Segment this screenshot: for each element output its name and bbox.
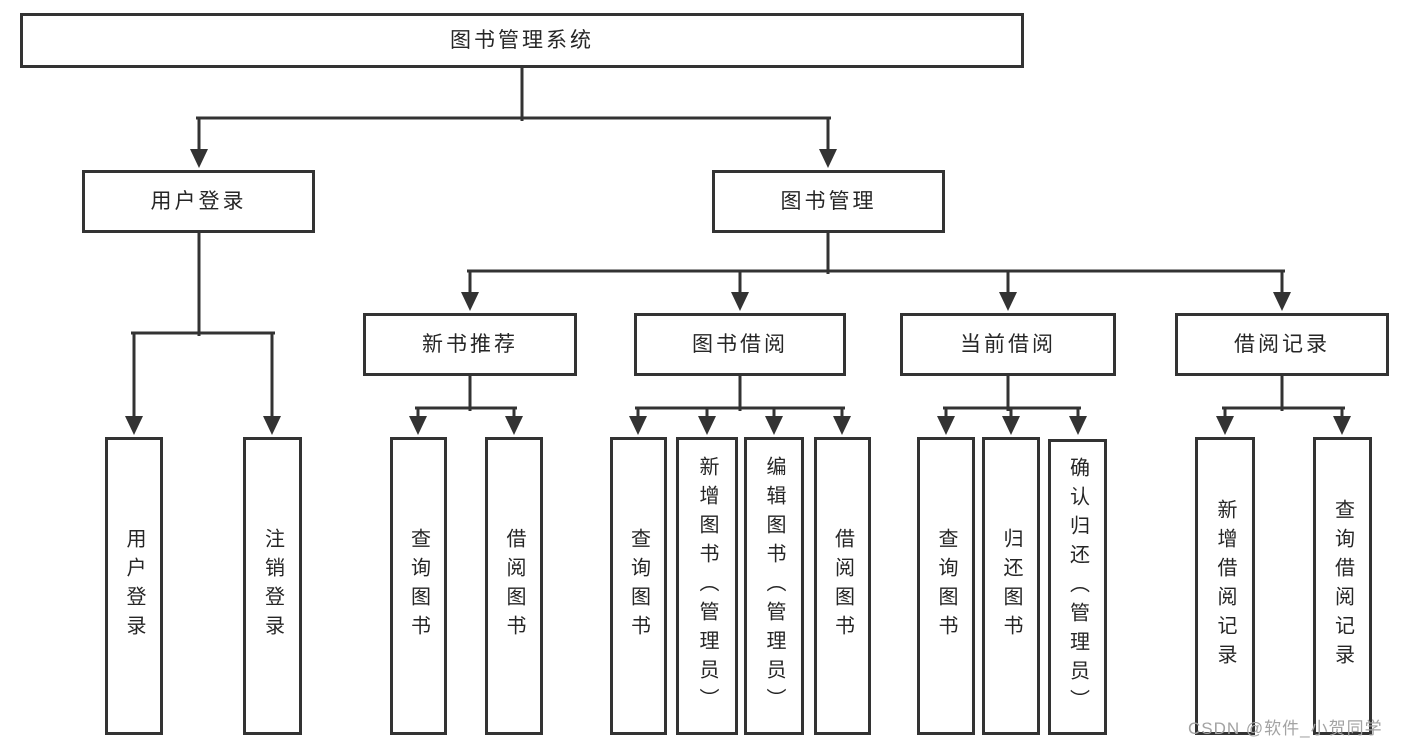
leaf-current-query-books-label: 查询图书 xyxy=(935,528,957,644)
node-book-borrow: 图书借阅 xyxy=(634,313,846,376)
leaf-borrow-edit-books-admin-label: 编辑图书（管理员） xyxy=(763,455,785,717)
leaf-borrow-add-books-admin-label: 新增图书（管理员） xyxy=(696,455,718,717)
connector-borrow-records-children xyxy=(1216,374,1351,435)
leaf-current-confirm-return-admin: 确认归还（管理员） xyxy=(1048,439,1107,735)
node-new-book-recommend: 新书推荐 xyxy=(363,313,577,376)
node-current-borrow-label: 当前借阅 xyxy=(960,332,1056,356)
leaf-records-add-record-label: 新增借阅记录 xyxy=(1214,499,1236,673)
connector-root-to-level2 xyxy=(190,66,837,168)
node-borrow-records-label: 借阅记录 xyxy=(1234,332,1330,356)
leaf-current-return-books-label: 归还图书 xyxy=(1000,528,1022,644)
connector-new-book-children xyxy=(409,374,523,435)
leaf-records-query-record: 查询借阅记录 xyxy=(1313,437,1372,735)
leaf-borrow-query-books: 查询图书 xyxy=(610,437,667,735)
node-book-management: 图书管理 xyxy=(712,170,945,233)
leaf-borrow-add-books-admin: 新增图书（管理员） xyxy=(676,437,738,735)
node-current-borrow: 当前借阅 xyxy=(900,313,1116,376)
leaf-current-confirm-return-admin-label: 确认归还（管理员） xyxy=(1066,456,1089,718)
leaf-newbook-borrow-books: 借阅图书 xyxy=(485,437,543,735)
node-user-login: 用户登录 xyxy=(82,170,315,233)
node-book-management-label: 图书管理 xyxy=(780,189,877,213)
leaf-newbook-query-books-label: 查询图书 xyxy=(407,528,430,644)
leaf-current-query-books: 查询图书 xyxy=(917,437,975,735)
leaf-user-login-label: 用户登录 xyxy=(123,528,145,644)
leaf-records-query-record-label: 查询借阅记录 xyxy=(1331,499,1354,673)
leaf-logout: 注销登录 xyxy=(243,437,302,735)
node-user-login-label: 用户登录 xyxy=(150,189,247,213)
leaf-borrow-edit-books-admin: 编辑图书（管理员） xyxy=(744,437,804,735)
leaf-newbook-borrow-books-label: 借阅图书 xyxy=(503,528,525,644)
leaf-user-login: 用户登录 xyxy=(105,437,163,735)
node-new-book-recommend-label: 新书推荐 xyxy=(422,332,518,356)
leaf-newbook-query-books: 查询图书 xyxy=(390,437,447,735)
leaf-borrow-borrow-books-label: 借阅图书 xyxy=(831,528,854,644)
connector-current-borrow-children xyxy=(937,374,1087,435)
csdn-watermark: CSDN @软件_小贺同学 xyxy=(1188,719,1383,738)
node-root-label: 图书管理系统 xyxy=(450,28,594,52)
leaf-records-add-record: 新增借阅记录 xyxy=(1195,437,1255,735)
connector-user-login-children xyxy=(125,231,281,435)
leaf-current-return-books: 归还图书 xyxy=(982,437,1040,735)
node-borrow-records: 借阅记录 xyxy=(1175,313,1389,376)
node-root: 图书管理系统 xyxy=(20,13,1024,68)
leaf-borrow-borrow-books: 借阅图书 xyxy=(814,437,871,735)
leaf-borrow-query-books-label: 查询图书 xyxy=(627,528,650,644)
connector-book-management-children xyxy=(461,231,1291,311)
node-book-borrow-label: 图书借阅 xyxy=(692,332,788,356)
leaf-logout-label: 注销登录 xyxy=(261,528,284,644)
connector-book-borrow-children xyxy=(629,374,851,435)
